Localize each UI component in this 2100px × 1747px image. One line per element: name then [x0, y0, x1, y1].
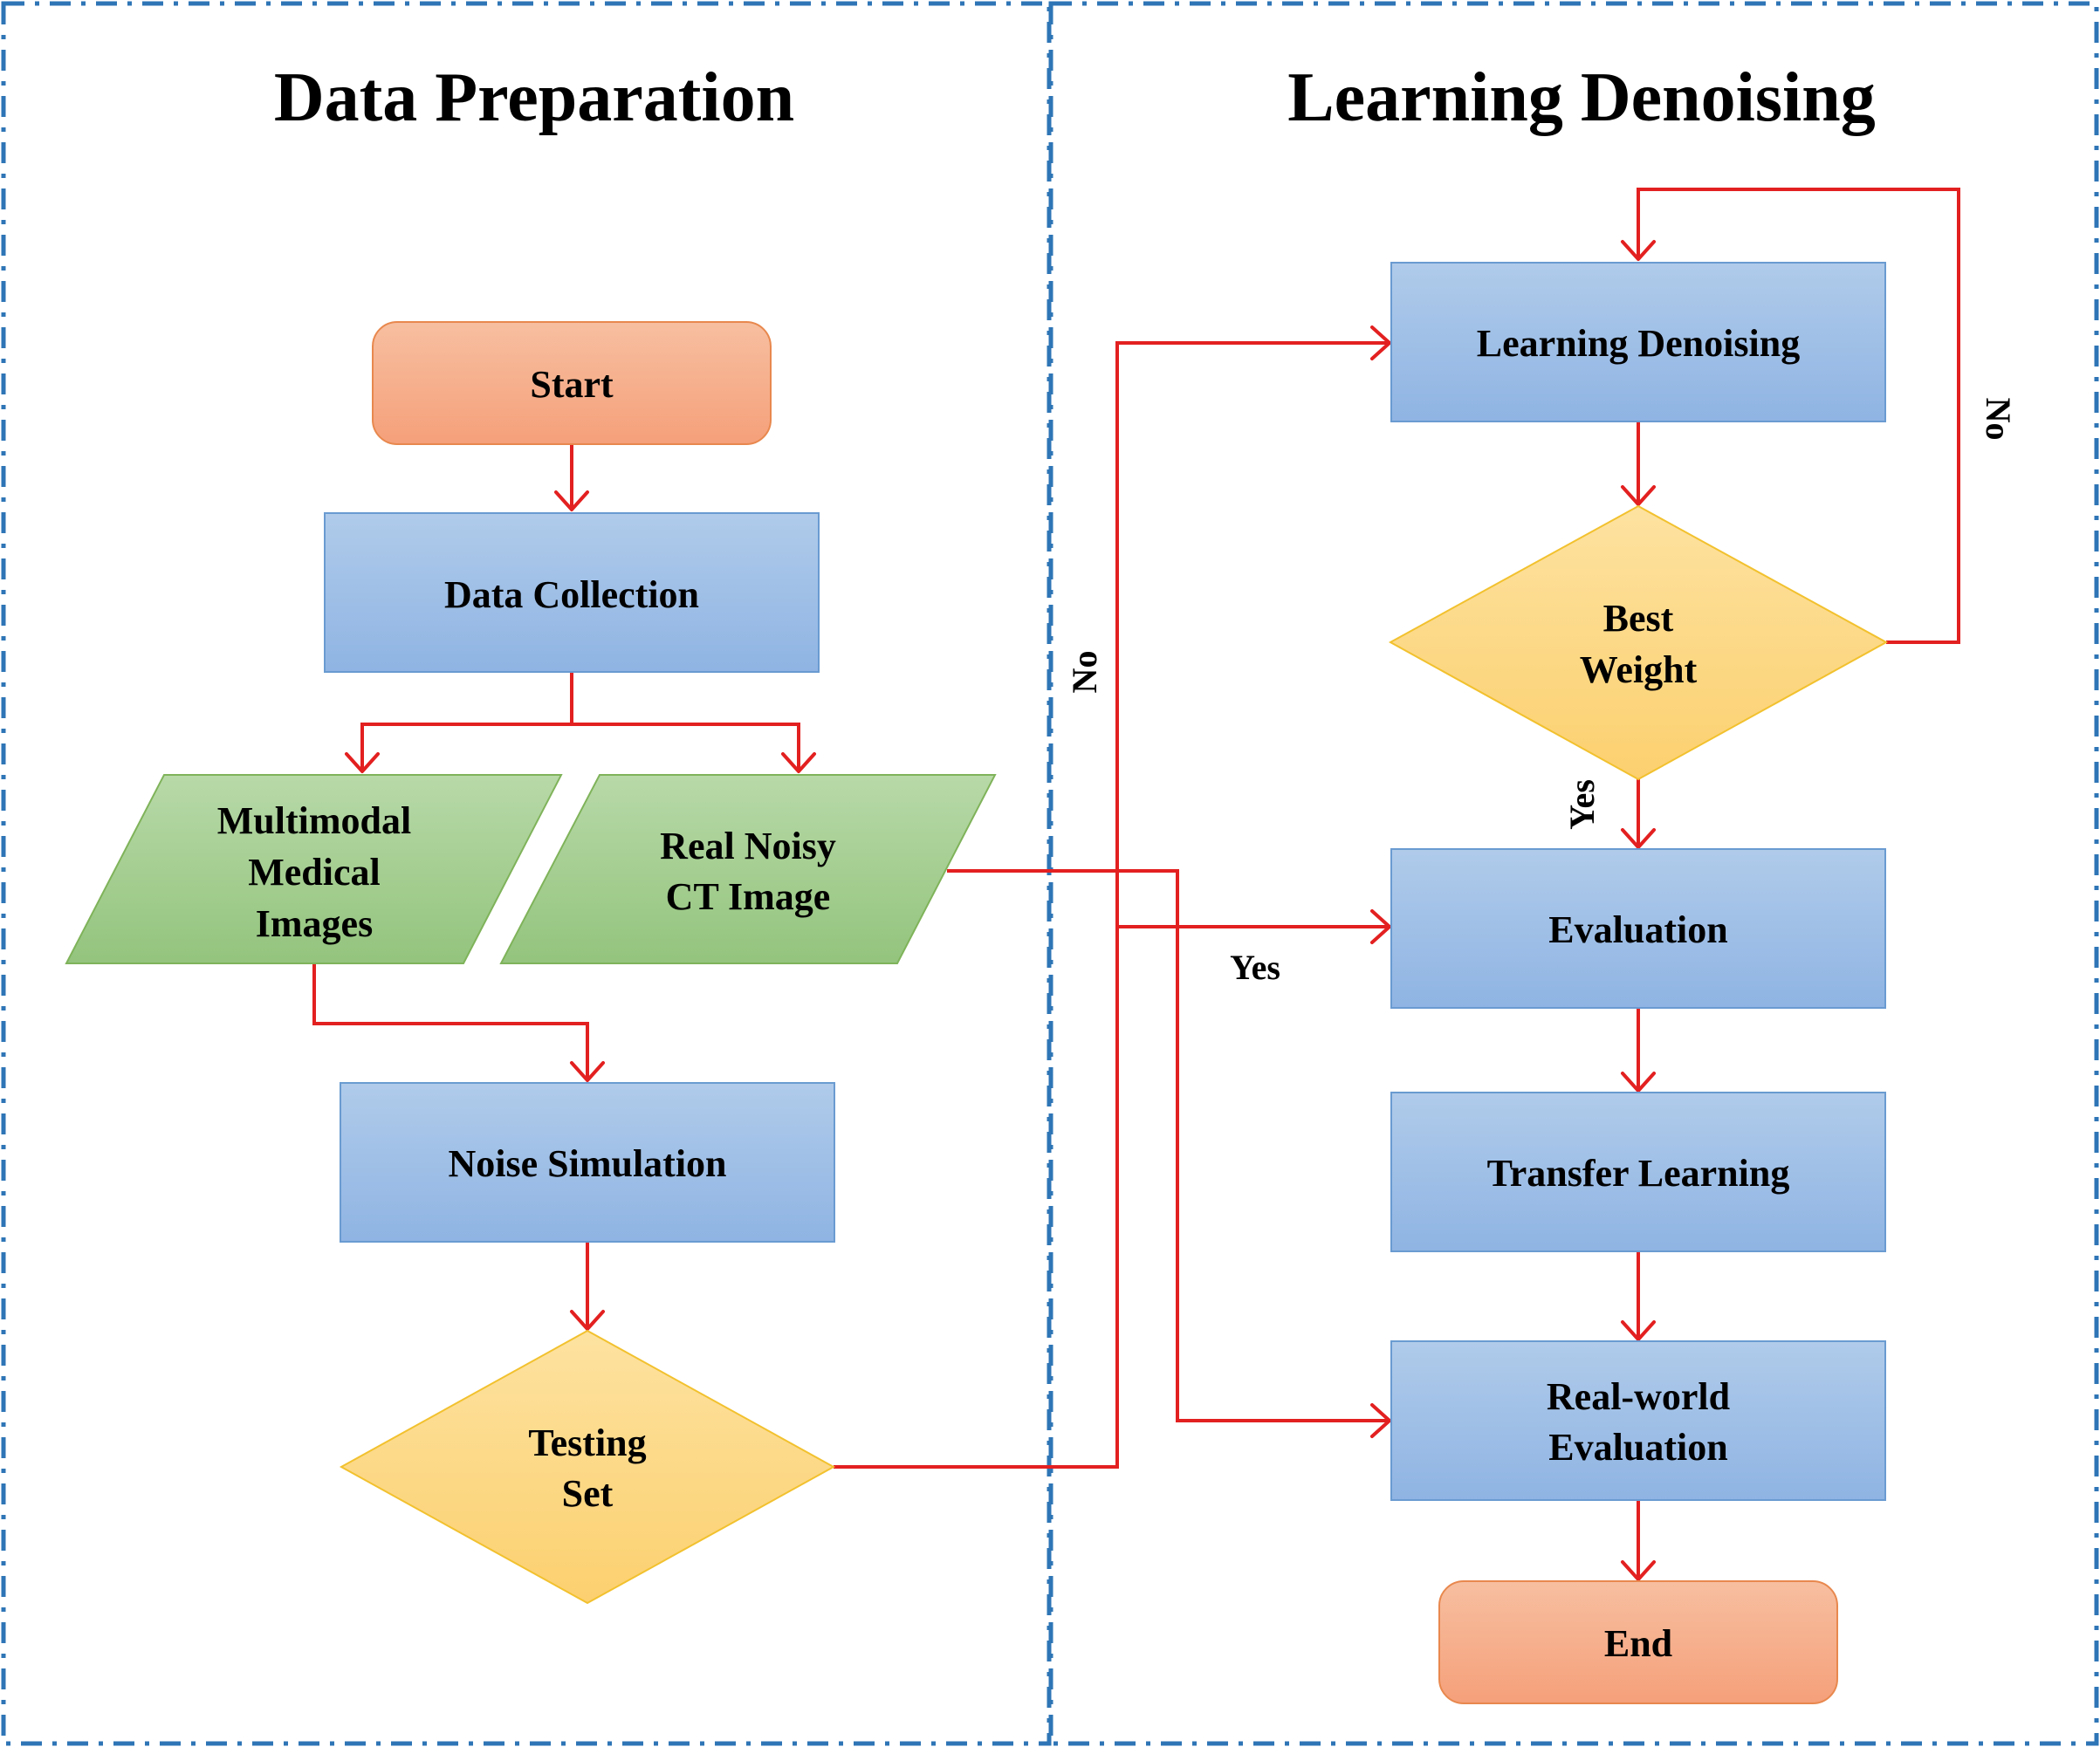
best-weight-no-label: No	[1979, 398, 2018, 441]
data-collection-label: Data Collection	[444, 573, 699, 616]
real-noisy-ct-node: Real Noisy CT Image	[499, 774, 997, 964]
evaluation-label: Evaluation	[1548, 908, 1727, 951]
transfer-learning-label: Transfer Learning	[1487, 1152, 1790, 1195]
arrowhead	[1621, 1560, 1656, 1581]
multimodal-label-line3: Images	[256, 902, 373, 945]
multimodal-label-line2: Medical	[248, 851, 381, 894]
arrowhead	[1621, 485, 1656, 506]
real-world-label-line1: Real-world	[1547, 1375, 1730, 1418]
real-world-label-line2: Evaluation	[1548, 1426, 1727, 1469]
start-label: Start	[530, 363, 614, 406]
end-node: End	[1438, 1580, 1838, 1704]
edge-collection-to-real-noisy	[572, 723, 800, 771]
testing-set-label-line2: Set	[562, 1472, 614, 1515]
edge-real-noisy-to-real-world	[947, 869, 1390, 1422]
edge-testing-no-to-learning	[834, 341, 1390, 1469]
learning-denoising-node: Learning Denoising	[1390, 262, 1886, 422]
edge-collection-to-multimodal	[360, 672, 573, 771]
arrowhead	[1370, 909, 1391, 944]
data-collection-node: Data Collection	[324, 512, 820, 673]
best-weight-label-line2: Weight	[1580, 648, 1698, 691]
arrowhead	[1621, 240, 1656, 261]
testing-set-decision: Testing Set	[339, 1329, 836, 1605]
arrowhead	[345, 752, 380, 773]
testing-no-label: No	[1065, 651, 1104, 694]
multimodal-images-node: Multimodal Medical Images	[65, 774, 563, 964]
multimodal-label-line1: Multimodal	[217, 799, 411, 842]
best-weight-label-line1: Best	[1603, 597, 1674, 640]
arrowhead	[570, 1310, 605, 1331]
learning-denoising-title: Learning Denoising	[1287, 59, 1875, 136]
end-label: End	[1604, 1622, 1672, 1665]
best-weight-decision: Best Weight	[1388, 504, 1889, 781]
evaluation-node: Evaluation	[1390, 848, 1886, 1009]
edge-multimodal-to-noise-sim	[312, 963, 589, 1080]
noise-simulation-label: Noise Simulation	[448, 1142, 726, 1185]
arrowhead	[1621, 828, 1656, 849]
testing-set-label-line1: Testing	[528, 1422, 646, 1464]
arrowhead	[554, 490, 589, 511]
data-preparation-panel	[1, 1, 1052, 1746]
arrowhead	[1621, 1072, 1656, 1093]
learning-denoising-panel	[1048, 1, 2099, 1746]
edge-best-weight-no-loop	[1637, 188, 1960, 644]
data-preparation-title: Data Preparation	[274, 59, 794, 136]
real-noisy-label-line1: Real Noisy	[660, 825, 836, 867]
edges	[312, 188, 1960, 1581]
best-weight-yes-label: Yes	[1562, 779, 1602, 830]
arrowhead	[570, 1061, 605, 1082]
arrowhead	[781, 752, 816, 773]
testing-yes-label: Yes	[1230, 948, 1280, 987]
real-world-evaluation-node: Real-world Evaluation	[1390, 1340, 1886, 1501]
noise-simulation-node: Noise Simulation	[340, 1082, 835, 1243]
transfer-learning-node: Transfer Learning	[1390, 1092, 1886, 1252]
learning-denoising-label: Learning Denoising	[1477, 322, 1800, 365]
arrowhead	[1370, 325, 1391, 360]
arrowhead	[1370, 1403, 1391, 1438]
real-noisy-label-line2: CT Image	[666, 875, 831, 918]
arrowhead	[1621, 1320, 1656, 1341]
start-node: Start	[372, 321, 772, 445]
